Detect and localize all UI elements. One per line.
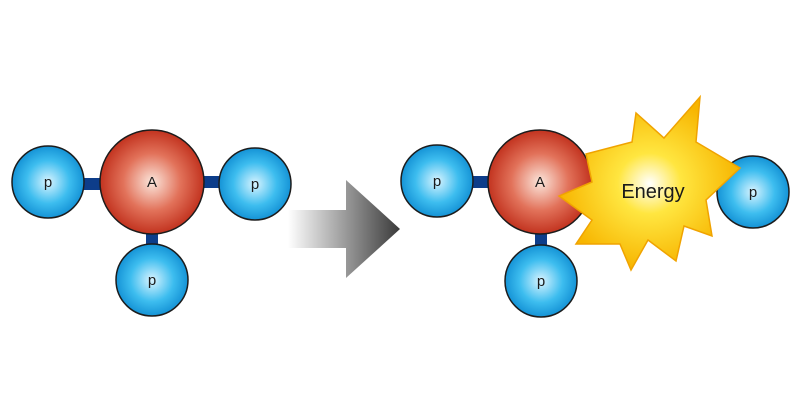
phosphate-bottom-after <box>504 244 578 318</box>
phosphate-left-before-label: p <box>44 174 52 191</box>
center-atom-before <box>99 129 205 235</box>
molecule-after: p p p A Energy <box>400 94 790 318</box>
phosphate-released <box>716 155 790 229</box>
phosphate-left-before <box>11 145 85 219</box>
center-atom-after-label: A <box>535 174 545 191</box>
phosphate-bottom-before <box>115 243 189 317</box>
phosphate-left-after <box>400 144 474 218</box>
phosphate-released-label: p <box>749 184 757 201</box>
phosphate-bottom-before-label: p <box>148 272 156 289</box>
energy-burst-label: Energy <box>621 181 684 203</box>
center-atom-before-label: A <box>147 174 157 191</box>
phosphate-left-after-label: p <box>433 173 441 190</box>
phosphate-right-before-label: p <box>251 176 259 193</box>
phosphate-bottom-after-label: p <box>537 273 545 290</box>
reaction-arrow <box>288 180 400 278</box>
phosphate-right-before <box>218 147 292 221</box>
energy-burst <box>557 94 742 272</box>
molecule-before: p p p A <box>11 129 292 317</box>
